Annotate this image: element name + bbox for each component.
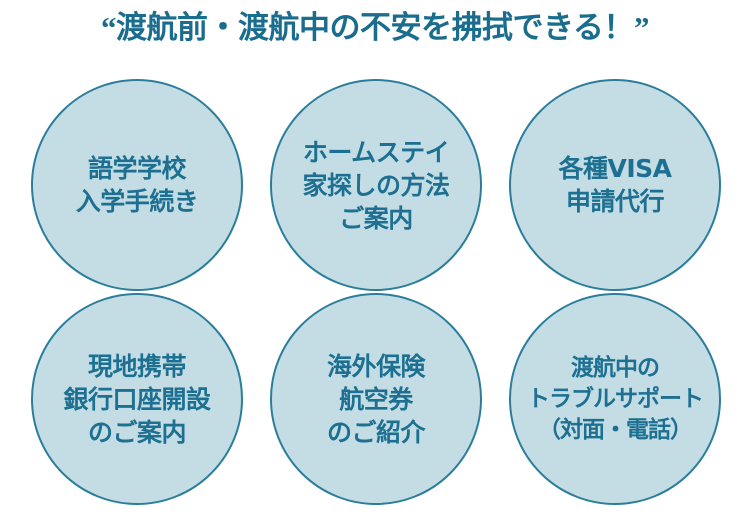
service-circle-local-phone-bank-account[interactable]: 現地携帯 銀行口座開設 のご案内 bbox=[31, 293, 243, 505]
page-title-text: 渡航前・渡航中の不安を拂拭できる！ bbox=[116, 10, 634, 46]
service-circle-language-school-enrollment[interactable]: 語学学校 入学手続き bbox=[31, 79, 243, 291]
service-circle-visa-application-agency[interactable]: 各種VISA 申請代行 bbox=[509, 79, 721, 291]
page-title: “渡航前・渡航中の不安を拂拭できる！” bbox=[0, 6, 750, 50]
service-circle-homestay-house-hunting[interactable]: ホームステイ 家探しの方法 ご案内 bbox=[270, 79, 482, 291]
open-quote: “ bbox=[101, 10, 117, 45]
service-circle-grid: 語学学校 入学手続き ホームステイ 家探しの方法 ご案内 各種VISA 申請代行… bbox=[31, 79, 721, 505]
service-circle-insurance-airfare[interactable]: 海外保険 航空券 のご紹介 bbox=[270, 293, 482, 505]
circle-line: 航空券 bbox=[339, 384, 413, 414]
circle-line: 現地携帯 bbox=[87, 351, 187, 381]
circle-line: のご紹介 bbox=[326, 417, 426, 447]
service-circle-trouble-support[interactable]: 渡航中の トラブルサポート （対面・電話） bbox=[509, 293, 721, 505]
circle-line: 海外保険 bbox=[326, 351, 426, 381]
circle-line: のご案内 bbox=[87, 417, 187, 447]
circle-line: 渡航中の bbox=[571, 354, 660, 381]
circle-line: ホームステイ bbox=[302, 137, 450, 167]
circle-line: トラブルサポート bbox=[527, 385, 704, 412]
circle-line: 語学学校 bbox=[87, 154, 187, 183]
circle-line: 入学手続き bbox=[75, 187, 199, 216]
circle-line: 各種VISA bbox=[558, 154, 672, 183]
circle-line: ご案内 bbox=[339, 203, 413, 233]
close-quote: ” bbox=[633, 10, 650, 45]
circle-line: 銀行口座開設 bbox=[63, 384, 211, 414]
circle-line: 家探しの方法 bbox=[302, 170, 450, 200]
circle-line: （対面・電話） bbox=[538, 416, 693, 443]
circle-line: 申請代行 bbox=[565, 187, 665, 216]
